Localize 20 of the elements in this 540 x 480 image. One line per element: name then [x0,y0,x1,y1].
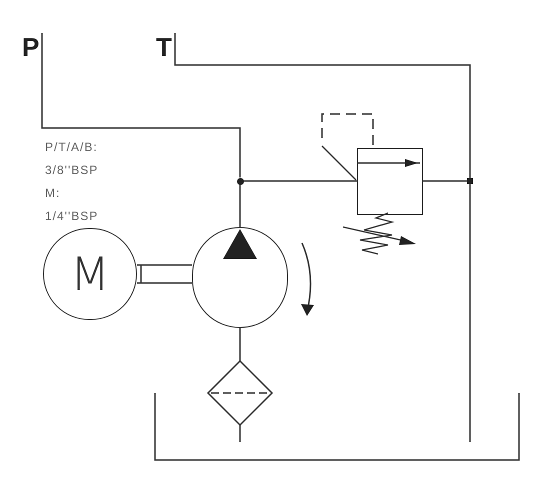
hydraulic-line [239,184,241,227]
port-size-note: M: [45,187,60,199]
hydraulic-line [41,33,241,178]
hydraulic-line [423,180,467,182]
junction-square [467,178,473,184]
hydraulic-line [239,425,241,442]
tank-symbol [154,393,520,461]
motor-letter: M [70,251,110,297]
port-size-note: 1/4''BSP [45,210,98,222]
hydraulic-line [469,184,471,442]
port-size-note: 3/8''BSP [45,164,98,176]
filter-symbol [208,361,272,425]
port-size-note: P/T/A/B: [45,141,98,153]
hydraulic-line [174,33,471,178]
valve-box [357,148,423,214]
port-label: T [156,33,175,62]
hydraulic-line [239,328,241,361]
port-label: P [22,33,42,62]
shaft-coupling [136,264,193,284]
hydraulic-line [244,180,357,182]
